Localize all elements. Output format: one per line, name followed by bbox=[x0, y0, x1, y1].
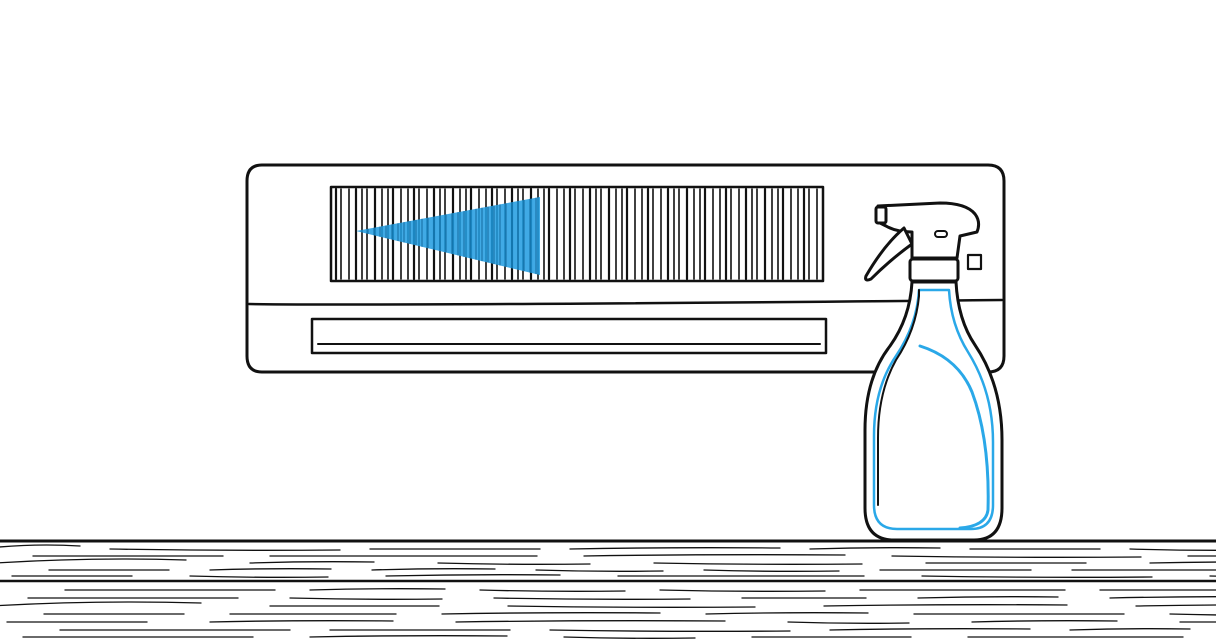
wood-grain-line bbox=[507, 605, 756, 608]
wood-grain-line bbox=[829, 628, 1031, 631]
wood-grain-line bbox=[1129, 548, 1216, 551]
ac-body bbox=[245, 163, 1006, 374]
wood-grain-line bbox=[917, 596, 1059, 599]
spray-nozzle bbox=[876, 201, 981, 260]
wood-grain-line bbox=[0, 601, 202, 607]
wood-grain-line bbox=[249, 561, 375, 564]
wood-grain-line bbox=[385, 574, 561, 577]
wood-grain-line bbox=[583, 554, 846, 557]
wood-grain-line bbox=[971, 620, 1118, 623]
spray-bottle-body bbox=[863, 280, 1004, 542]
wood-grain-line bbox=[703, 569, 840, 572]
wood-grain-line bbox=[823, 604, 1068, 607]
wood-grain-line bbox=[309, 635, 508, 638]
wood-grain-line bbox=[563, 636, 696, 639]
wood-grain-line bbox=[209, 568, 332, 571]
wood-grain-line bbox=[891, 555, 1142, 558]
ac-panel-seam bbox=[247, 298, 1004, 306]
wood-grain-line bbox=[189, 575, 329, 578]
air-conditioner-icon bbox=[245, 163, 1006, 374]
spray-trigger bbox=[864, 226, 914, 282]
wood-grain-line bbox=[659, 589, 826, 592]
wood-grain-line bbox=[1135, 604, 1216, 607]
wood-grain-line bbox=[289, 597, 443, 600]
wood-grain-line bbox=[109, 548, 341, 551]
wood-grain-line bbox=[705, 612, 869, 615]
wooden-shelf bbox=[0, 539, 1216, 639]
wood-grain-line bbox=[0, 544, 81, 548]
wood-grain-line bbox=[787, 621, 910, 624]
wood-grain-line bbox=[569, 547, 781, 550]
wood-grain-line bbox=[1209, 575, 1216, 577]
wood-grain-line bbox=[437, 562, 591, 565]
wood-grain-line bbox=[549, 629, 791, 632]
wood-grain-line bbox=[309, 588, 446, 591]
spray-bottle-liquid bbox=[872, 288, 995, 531]
wood-grain-line bbox=[493, 597, 691, 600]
shelf-wood-grain bbox=[0, 544, 1216, 639]
spray-mist-icon bbox=[356, 197, 540, 275]
ac-indicator-light bbox=[966, 253, 983, 271]
wood-grain-line bbox=[1149, 561, 1216, 564]
spray-bottle-cap bbox=[908, 257, 960, 283]
spray-bottle-icon bbox=[863, 201, 1004, 542]
ac-vent-grille bbox=[329, 185, 825, 283]
wood-grain-line bbox=[0, 558, 187, 564]
wood-grain-line bbox=[479, 589, 626, 592]
spray-mist-lines bbox=[361, 197, 537, 275]
wood-grain-line bbox=[209, 620, 394, 623]
wood-grain-line bbox=[653, 562, 863, 565]
spray-bottle-highlight bbox=[918, 344, 990, 530]
spray-bottle-inner-outline bbox=[877, 289, 920, 506]
wood-grain-line bbox=[921, 575, 1153, 578]
wood-grain-line bbox=[1069, 628, 1191, 631]
spray-nozzle-tip bbox=[874, 205, 888, 225]
wood-grain-line bbox=[1109, 596, 1216, 599]
wood-grain-line bbox=[455, 620, 726, 623]
wood-grain-line bbox=[809, 547, 941, 550]
spray-nozzle-slot bbox=[934, 230, 948, 238]
wood-grain-line bbox=[371, 568, 496, 571]
wood-grain-line bbox=[535, 569, 664, 572]
ac-air-outlet bbox=[310, 317, 828, 355]
wood-grain-line bbox=[441, 612, 661, 615]
wood-grain-line bbox=[1169, 613, 1216, 616]
